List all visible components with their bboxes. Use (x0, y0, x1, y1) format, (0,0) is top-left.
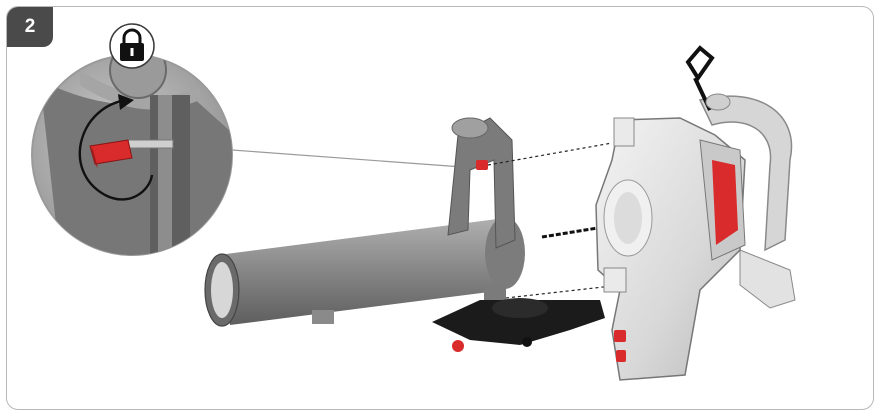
guide-lines (487, 142, 613, 299)
lock-icon (109, 23, 155, 69)
zoom-detail-circle (31, 54, 233, 256)
blower-body (595, 45, 796, 381)
rotate-arrow-icon (78, 98, 154, 201)
step-number-badge: 2 (7, 7, 53, 47)
zoom-leader-line (231, 149, 477, 169)
base-plate (432, 298, 605, 352)
vacuum-tube (204, 117, 525, 327)
